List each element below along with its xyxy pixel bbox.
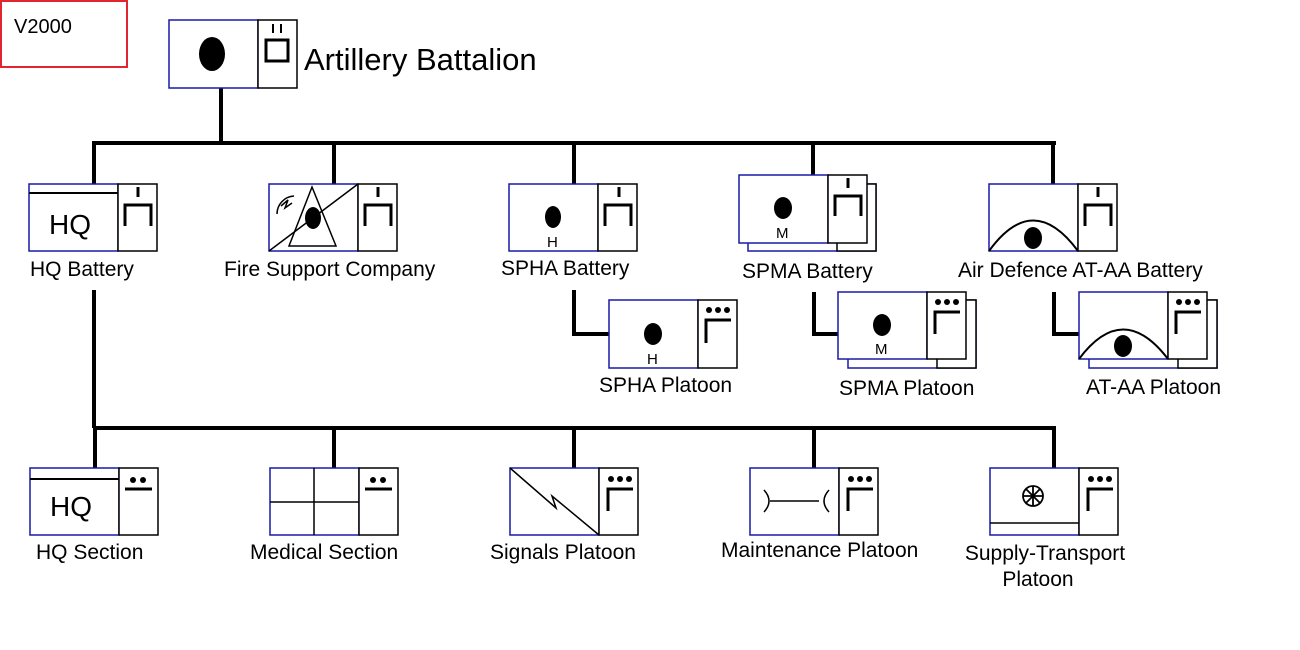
spma-letter: M bbox=[776, 225, 789, 242]
spha-letter: H bbox=[647, 351, 658, 368]
maintenance-wrench-icon bbox=[763, 489, 830, 513]
signals-zigzag-icon bbox=[509, 467, 600, 536]
echelon-platoon-icon bbox=[1174, 299, 1201, 334]
label-spha-platoon: SPHA Platoon bbox=[599, 374, 732, 397]
echelon-i-icon bbox=[603, 187, 633, 226]
label-medical-section: Medical Section bbox=[250, 541, 398, 564]
label-maintenance-platoon: Maintenance Platoon bbox=[721, 539, 918, 562]
spma-letter: M bbox=[875, 341, 888, 358]
echelon-section-icon bbox=[125, 477, 152, 491]
unit-medical-section: Medical Section bbox=[250, 467, 399, 564]
medical-cross-icon bbox=[270, 468, 359, 535]
unit-spha-battery: H SPHA Battery bbox=[501, 183, 638, 280]
label-spma-battery: SPMA Battery bbox=[742, 260, 873, 283]
version-box: V2000 bbox=[0, 0, 128, 68]
echelon-platoon-icon bbox=[704, 307, 731, 343]
unit-hq-section: HQ HQ Section bbox=[29, 467, 159, 564]
spma-icon bbox=[774, 197, 792, 219]
echelon-platoon-icon bbox=[1086, 476, 1113, 511]
label-supply-transport-line2: Platoon bbox=[1002, 568, 1073, 591]
label-hq-section: HQ Section bbox=[36, 541, 143, 564]
echelon-i-icon bbox=[123, 187, 153, 226]
echelon-i-icon bbox=[363, 187, 393, 226]
spha-icon bbox=[545, 206, 561, 228]
unit-fire-support-company: Fire Support Company bbox=[224, 183, 436, 281]
hq-icon: HQ bbox=[49, 209, 91, 240]
supply-wheel-icon bbox=[1022, 485, 1044, 507]
unit-hq-battery: HQ HQ Battery bbox=[28, 183, 158, 281]
echelon-i-icon bbox=[1083, 187, 1113, 226]
echelon-ii-icon bbox=[264, 24, 290, 63]
spma-icon bbox=[873, 314, 891, 336]
unit-spha-platoon: H SPHA Platoon bbox=[599, 299, 738, 397]
label-signals-platoon: Signals Platoon bbox=[490, 541, 636, 564]
label-air-defence-battery: Air Defence AT-AA Battery bbox=[958, 259, 1203, 282]
fire-support-icon bbox=[268, 183, 359, 252]
unit-signals-platoon: Signals Platoon bbox=[490, 467, 639, 564]
echelon-platoon-icon bbox=[846, 476, 873, 511]
label-fire-support-company: Fire Support Company bbox=[224, 258, 436, 281]
connector-lines bbox=[92, 88, 1080, 468]
unit-supply-transport-platoon: Supply-Transport Platoon bbox=[965, 467, 1125, 591]
unit-artillery-battalion: Artillery Battalion bbox=[168, 19, 537, 89]
echelon-platoon-icon bbox=[933, 299, 960, 334]
unit-spma-battery: M SPMA Battery bbox=[738, 174, 877, 283]
air-defence-icon bbox=[988, 219, 1079, 252]
spha-icon bbox=[644, 323, 662, 345]
echelon-platoon-icon bbox=[606, 476, 633, 511]
hq-icon: HQ bbox=[50, 491, 92, 522]
echelon-section-icon bbox=[365, 477, 392, 491]
root-label: Artillery Battalion bbox=[304, 42, 537, 77]
echelon-i-icon bbox=[833, 178, 863, 216]
artillery-dot-icon bbox=[199, 37, 225, 71]
label-supply-transport-line1: Supply-Transport bbox=[965, 542, 1125, 565]
version-label: V2000 bbox=[14, 16, 72, 38]
unit-air-defence-battery: Air Defence AT-AA Battery bbox=[958, 183, 1203, 282]
label-at-aa-platoon: AT-AA Platoon bbox=[1086, 376, 1221, 399]
label-spha-battery: SPHA Battery bbox=[501, 257, 630, 280]
unit-maintenance-platoon: Maintenance Platoon bbox=[721, 467, 918, 562]
label-spma-platoon: SPMA Platoon bbox=[839, 377, 974, 400]
unit-spma-platoon: M SPMA Platoon bbox=[837, 291, 977, 400]
spha-letter: H bbox=[547, 234, 558, 251]
unit-at-aa-platoon: AT-AA Platoon bbox=[1078, 291, 1221, 399]
label-hq-battery: HQ Battery bbox=[30, 258, 134, 281]
air-defence-icon bbox=[1078, 328, 1169, 360]
